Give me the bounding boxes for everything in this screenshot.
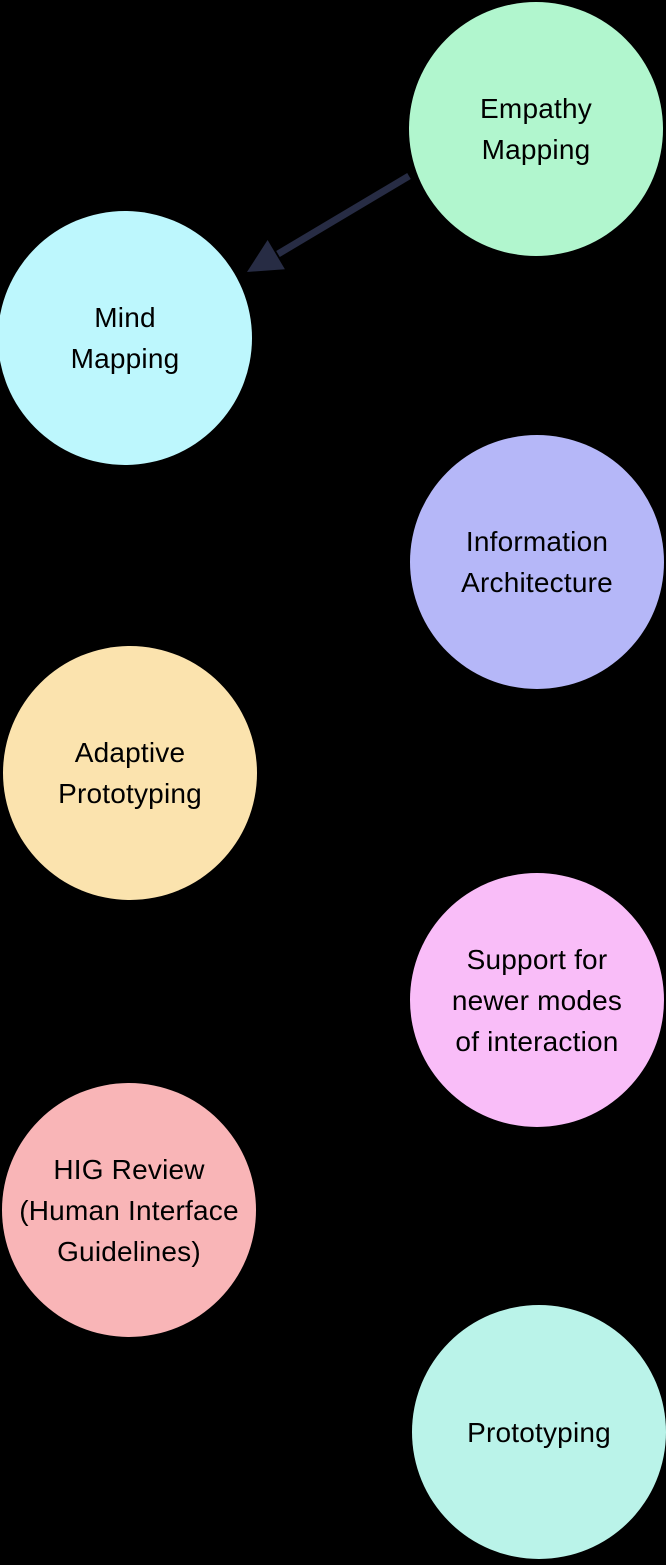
node-mind-mapping[interactable]: Mind Mapping xyxy=(0,211,252,465)
node-adaptive-prototyping[interactable]: Adaptive Prototyping xyxy=(3,646,257,900)
edge-empathy-to-mind[interactable] xyxy=(247,172,411,272)
node-label: Information Architecture xyxy=(461,526,613,598)
arrowhead-icon xyxy=(247,240,285,272)
node-label: Prototyping xyxy=(467,1416,611,1448)
node-label: Adaptive Prototyping xyxy=(58,737,202,809)
node-prototyping[interactable]: Prototyping xyxy=(412,1305,666,1559)
node-empathy-mapping[interactable]: Empathy Mapping xyxy=(409,2,663,256)
node-label: Support for newer modes of interaction xyxy=(451,943,623,1057)
node-hig-review[interactable]: HIG Review (Human Interface Guidelines) xyxy=(2,1083,256,1337)
node-label: Mind Mapping xyxy=(70,302,180,374)
node-information-architecture[interactable]: Information Architecture xyxy=(410,435,664,689)
node-support-newer-modes[interactable]: Support for newer modes of interaction xyxy=(410,873,664,1127)
edge-line[interactable] xyxy=(276,172,411,258)
node-label: Empathy Mapping xyxy=(480,93,592,165)
node-label: HIG Review (Human Interface Guidelines) xyxy=(19,1153,239,1267)
